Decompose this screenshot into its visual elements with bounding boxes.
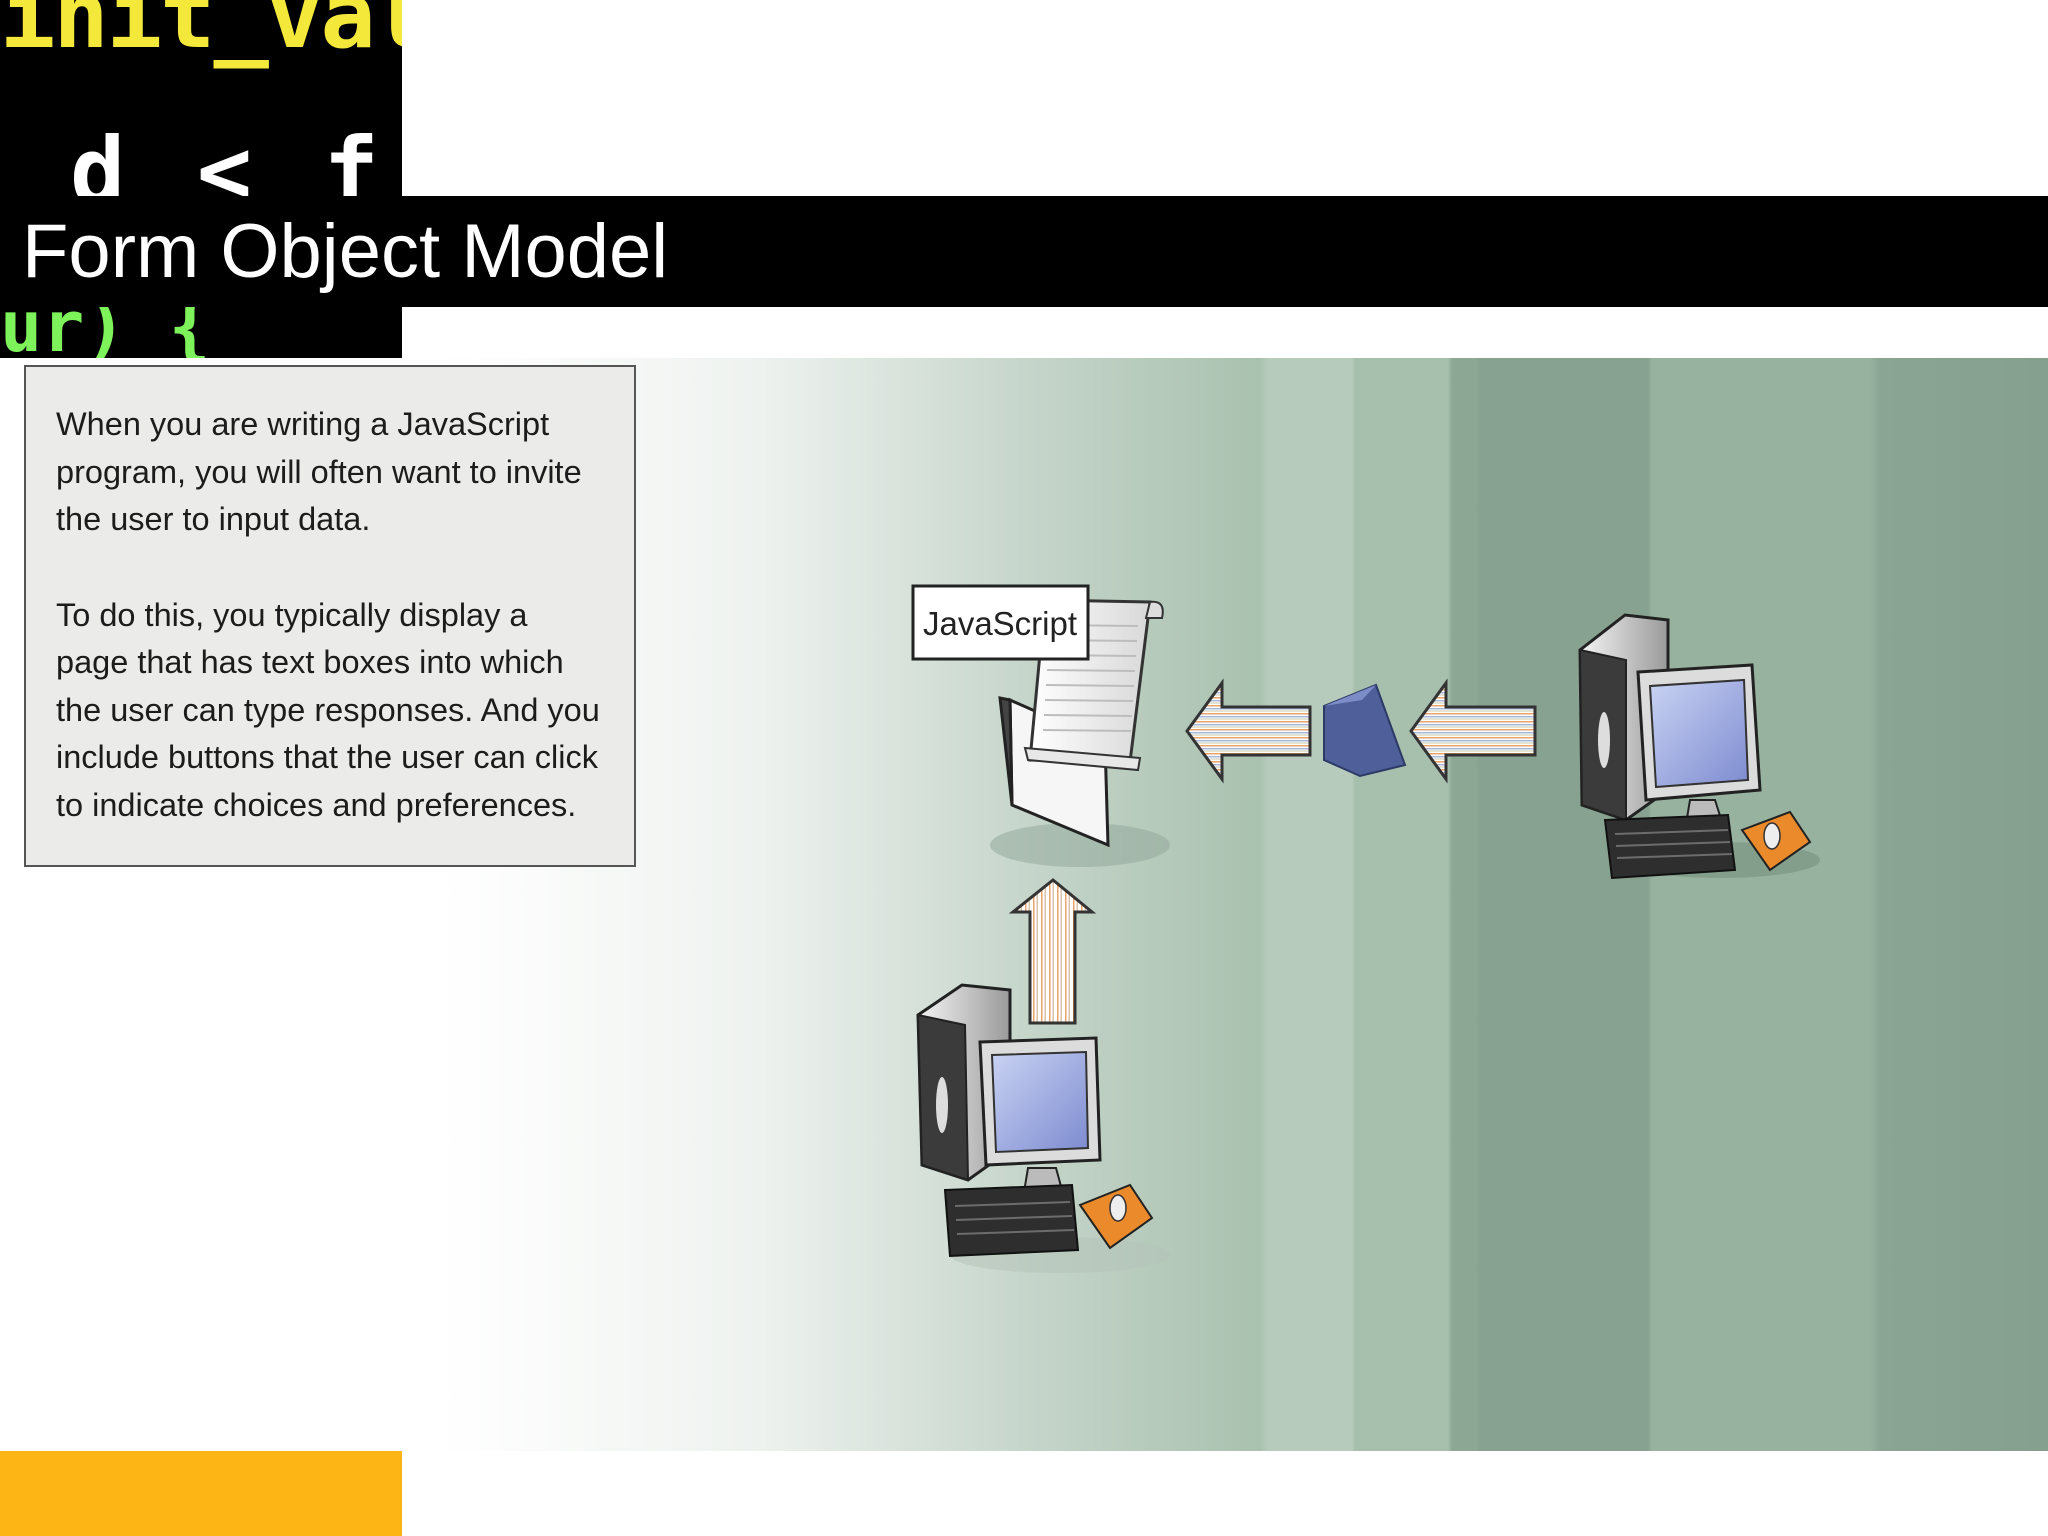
arrow-left-icon bbox=[1185, 678, 1312, 784]
paragraph-2: To do this, you typically display a page… bbox=[56, 596, 600, 823]
slide-title: Form Object Model bbox=[22, 209, 669, 294]
accent-block bbox=[0, 1451, 402, 1536]
arrow-up-icon bbox=[1008, 878, 1097, 1025]
description-box: When you are writing a JavaScript progra… bbox=[24, 365, 636, 867]
javascript-label: JavaScript bbox=[911, 584, 1090, 661]
server-computer-icon bbox=[1578, 613, 1820, 880]
javascript-label-text: JavaScript bbox=[923, 605, 1077, 642]
arrow-left-icon bbox=[1409, 678, 1537, 784]
client-computer-icon bbox=[916, 983, 1170, 1273]
router-icon bbox=[1323, 683, 1407, 778]
code-line-1: init_val ) bbox=[0, 0, 402, 69]
title-bar: Form Object Model bbox=[0, 196, 2048, 307]
paragraph-1: When you are writing a JavaScript progra… bbox=[56, 406, 582, 537]
